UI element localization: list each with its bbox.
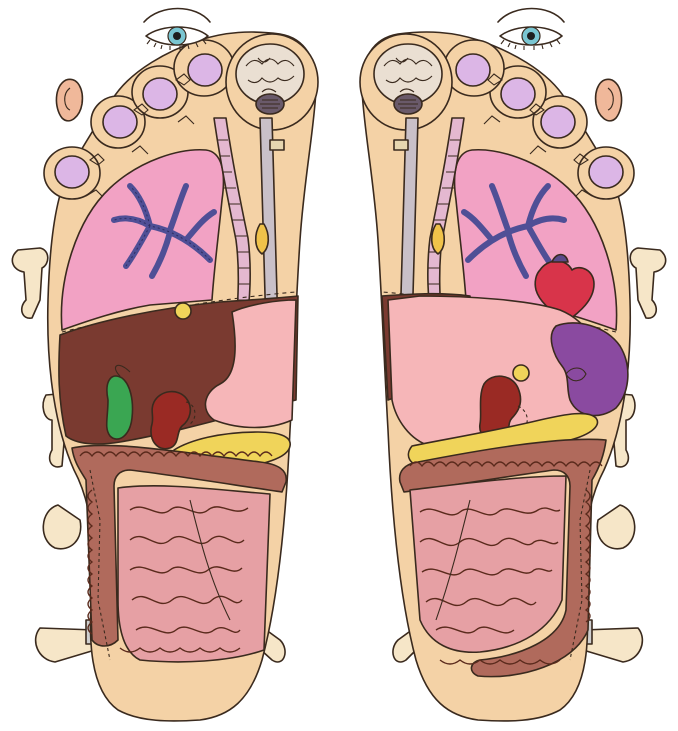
- right-toe-pad-4: [541, 106, 575, 138]
- ear-icon: [56, 79, 82, 121]
- left-gallbladder: [107, 376, 133, 439]
- right-small-intestine: [410, 476, 566, 652]
- left-adrenal: [175, 303, 191, 319]
- eye-icon: [498, 9, 564, 51]
- right-toe-pad-2: [456, 54, 490, 86]
- right-adrenal: [513, 365, 529, 381]
- right-foot: [360, 9, 666, 721]
- left-toe-pad-4: [103, 106, 137, 138]
- right-toe-pad-5: [589, 156, 623, 188]
- left-toe-pad-2: [188, 54, 222, 86]
- left-small-intestine: [118, 486, 270, 662]
- ear-icon: [596, 79, 622, 121]
- right-toe-pad-3: [501, 78, 535, 110]
- left-toe-pad-3: [143, 78, 177, 110]
- left-toe-pad-5: [55, 156, 89, 188]
- left-foot: [12, 9, 318, 721]
